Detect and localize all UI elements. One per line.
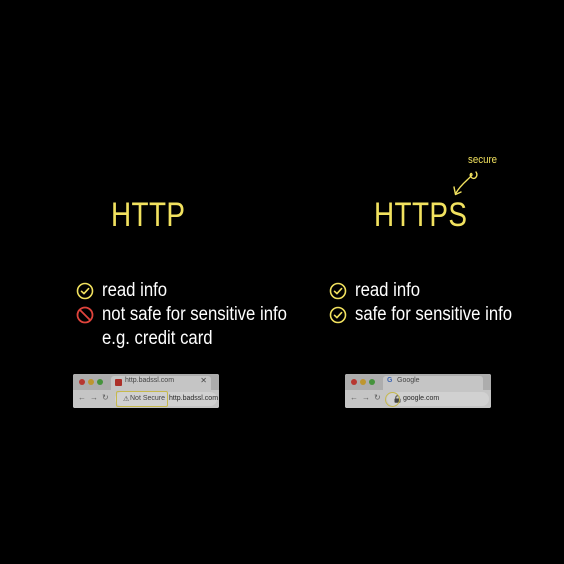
http-item-unsafe-label: not safe for sensitive info [102, 304, 287, 325]
tab-title: http.badssl.com [125, 377, 175, 384]
address-field[interactable]: google.com [387, 392, 489, 406]
url-bar: ← → ↻ ⚠ Not Secure http.badssl.com [73, 390, 219, 408]
minimize-window-dot[interactable] [88, 379, 94, 385]
https-item-read-label: read info [355, 280, 421, 301]
reload-icon[interactable]: ↻ [102, 393, 109, 402]
http-title: HTTP [111, 196, 186, 234]
reload-icon[interactable]: ↻ [374, 393, 381, 402]
address-url: google.com [403, 395, 440, 402]
url-bar: ← → ↻ google.com [345, 390, 491, 408]
not-secure-label: Not Secure [130, 395, 166, 402]
tab-bar: G Google [345, 374, 491, 390]
maximize-window-dot[interactable] [369, 379, 375, 385]
https-browser-window: G Google ← → ↻ google.com [345, 374, 491, 408]
tab-google[interactable]: G Google [383, 376, 483, 390]
forward-icon[interactable]: → [362, 393, 370, 402]
lock-highlight-circle [385, 392, 400, 407]
tab-http-badssl[interactable]: http.badssl.com ✕ [111, 376, 211, 390]
minimize-window-dot[interactable] [360, 379, 366, 385]
secure-annotation: secure [468, 154, 498, 166]
http-item-read: read info [76, 279, 176, 303]
https-title: HTTPS [374, 196, 468, 234]
maximize-window-dot[interactable] [97, 379, 103, 385]
close-window-dot[interactable] [351, 379, 357, 385]
tab-bar: http.badssl.com ✕ [73, 374, 219, 390]
http-item-read-label: read info [102, 280, 168, 301]
address-field[interactable]: ⚠ Not Secure http.badssl.com [115, 392, 219, 406]
forward-icon[interactable]: → [90, 393, 98, 402]
not-secure-highlight [116, 391, 168, 407]
http-item-unsafe: not safe for sensitive info [76, 303, 312, 327]
close-tab-icon[interactable]: ✕ [200, 376, 207, 385]
prohibited-icon [76, 306, 94, 324]
address-url: http.badssl.com [169, 395, 219, 402]
close-window-dot[interactable] [79, 379, 85, 385]
check-circle-icon [329, 282, 347, 300]
back-icon[interactable]: ← [78, 393, 86, 402]
https-item-safe-label: safe for sensitive info [355, 304, 513, 325]
https-item-read: read info [329, 279, 429, 303]
http-example: e.g. credit card [102, 328, 213, 349]
check-circle-icon [76, 282, 94, 300]
https-item-safe: safe for sensitive info [329, 303, 533, 327]
warning-triangle-icon: ⚠ [123, 396, 130, 403]
tab-title: Google [397, 377, 420, 384]
check-circle-icon [329, 306, 347, 324]
badssl-favicon-icon [115, 379, 122, 386]
curved-arrow-icon [453, 171, 478, 196]
google-favicon-icon: G [387, 377, 393, 384]
http-browser-window: http.badssl.com ✕ ← → ↻ ⚠ Not Secure htt… [73, 374, 219, 408]
back-icon[interactable]: ← [350, 393, 358, 402]
